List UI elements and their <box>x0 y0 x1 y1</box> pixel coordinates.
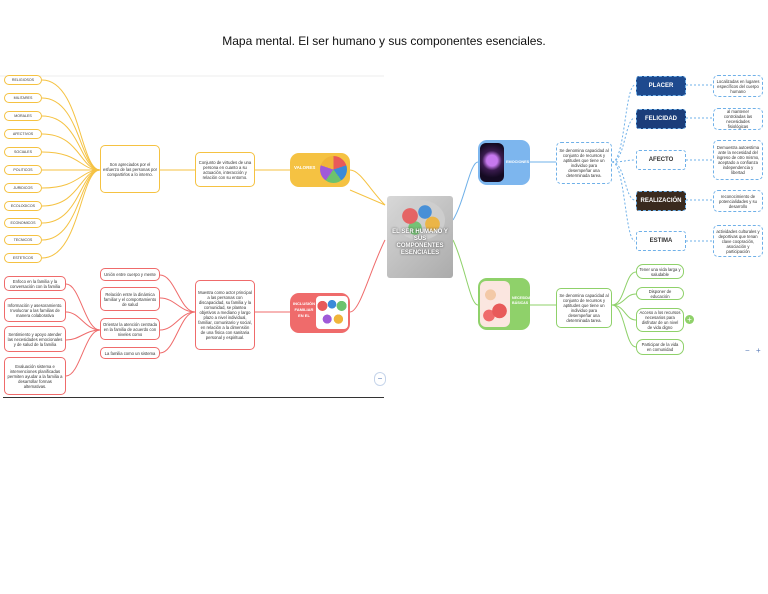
emocion-note[interactable]: al mantener controladas las necesidades … <box>713 108 763 130</box>
central-node[interactable]: EL SER HUMANO Y SUS COMPONENTES ESENCIAL… <box>387 196 453 278</box>
emociones-image-icon <box>480 143 504 182</box>
emociones-node[interactable]: EMOCIONES <box>478 140 530 185</box>
emocion-note[interactable]: reconocimiento de potencialidades y su d… <box>713 190 763 212</box>
valores-definition[interactable]: Conjunto de virtudes de una persona en c… <box>195 152 255 187</box>
inclusion-left-item[interactable]: Enfoco en la familia y la conversación c… <box>4 276 66 291</box>
emociones-label: EMOCIONES <box>506 160 530 164</box>
necesidades-definition[interactable]: Se denomina capacidad al conjunto de rec… <box>556 288 612 328</box>
inclusion-definition[interactable]: Muestra como actor principal a las perso… <box>195 280 255 350</box>
necesidades-image-icon <box>480 281 510 327</box>
central-node-label: EL SER HUMANO Y SUS COMPONENTES ESENCIAL… <box>392 229 448 256</box>
emociones-definition[interactable]: Se denomina capacidad al conjunto de rec… <box>556 142 612 184</box>
valores-item[interactable]: ESTETICOS <box>4 253 42 263</box>
emocion-note[interactable]: Localizadas en lugares específicos del c… <box>713 75 763 97</box>
inclusion-left-item[interactable]: Información y asesoramiento. Involucrar … <box>4 298 66 322</box>
inclusion-left-item[interactable]: Evaluación sistema e intervenciones plan… <box>4 357 66 395</box>
valores-label: VALORES <box>294 165 316 170</box>
valores-node[interactable]: VALORES <box>290 153 350 187</box>
collapse-left-button[interactable]: − <box>374 372 386 386</box>
valores-detail[interactable]: Son apreciados por el esfuerzo de las pe… <box>100 145 160 193</box>
emocion-image-icon: FELICIDAD <box>636 109 686 129</box>
necesidad-item[interactable]: Tener una vida larga y saludable <box>636 264 684 279</box>
inclusion-mid-item[interactable]: Relación entre la dinámica familiar y el… <box>100 287 160 311</box>
valores-item[interactable]: POLITICOS <box>4 165 42 175</box>
valores-item[interactable]: JURIDICOS <box>4 183 42 193</box>
inclusion-mid-item[interactable]: La familia como un sistema <box>100 347 160 359</box>
necesidad-item[interactable]: Participar de la vida en comunidad <box>636 339 684 355</box>
necesidad-item[interactable]: Disponer de educación <box>636 287 684 300</box>
inclusion-label: INCLUSIÓN FAMILIAR EN EL <box>293 301 315 318</box>
necesidad-item[interactable]: Acceso a los recursos necesarios para di… <box>636 308 684 332</box>
expand-necesidades-button[interactable]: + <box>685 315 694 324</box>
valores-image-icon <box>320 156 347 183</box>
valores-item[interactable]: SOCIALES <box>4 147 42 157</box>
valores-item[interactable]: AFECTIVOS <box>4 129 42 139</box>
inclusion-node[interactable]: INCLUSIÓN FAMILIAR EN EL <box>290 293 350 333</box>
valores-item[interactable]: MORALES <box>4 111 42 121</box>
emocion-note[interactable]: Demuestra autoestima ante la necesidad d… <box>713 140 763 180</box>
necesidades-label: NECESIDADES BÁSICAS <box>512 296 538 305</box>
central-image-icon <box>395 200 445 240</box>
valores-item[interactable]: MILITARES <box>4 93 42 103</box>
valores-item[interactable]: TECNICOS <box>4 235 42 245</box>
zoom-out-button[interactable]: − <box>745 346 750 355</box>
inclusion-mid-item[interactable]: Unión entre cuerpo y mente <box>100 268 160 281</box>
emocion-image-icon: ESTIMA <box>636 231 686 251</box>
valores-item[interactable]: RELIGIOSOS <box>4 75 42 85</box>
valores-item[interactable]: ECONOMICOS <box>4 218 42 228</box>
inclusion-left-item[interactable]: Sentimiento y apoyo atender las necesida… <box>4 326 66 352</box>
emocion-image-icon: PLACER <box>636 76 686 96</box>
emocion-image-icon: REALIZACIÓN <box>636 191 686 211</box>
necesidades-node[interactable]: NECESIDADES BÁSICAS <box>478 278 538 330</box>
valores-item[interactable]: ECOLOGICOS <box>4 201 42 211</box>
inclusion-mid-item[interactable]: Orientar la atención centrada en la fami… <box>100 318 160 340</box>
emocion-note[interactable]: actividades culturales y deportivas que … <box>713 225 763 257</box>
inclusion-image-icon <box>316 296 348 329</box>
emocion-image-icon: AFECTO <box>636 150 686 170</box>
page-title: Mapa mental. El ser humano y sus compone… <box>222 34 546 48</box>
zoom-in-button[interactable]: + <box>756 346 761 355</box>
